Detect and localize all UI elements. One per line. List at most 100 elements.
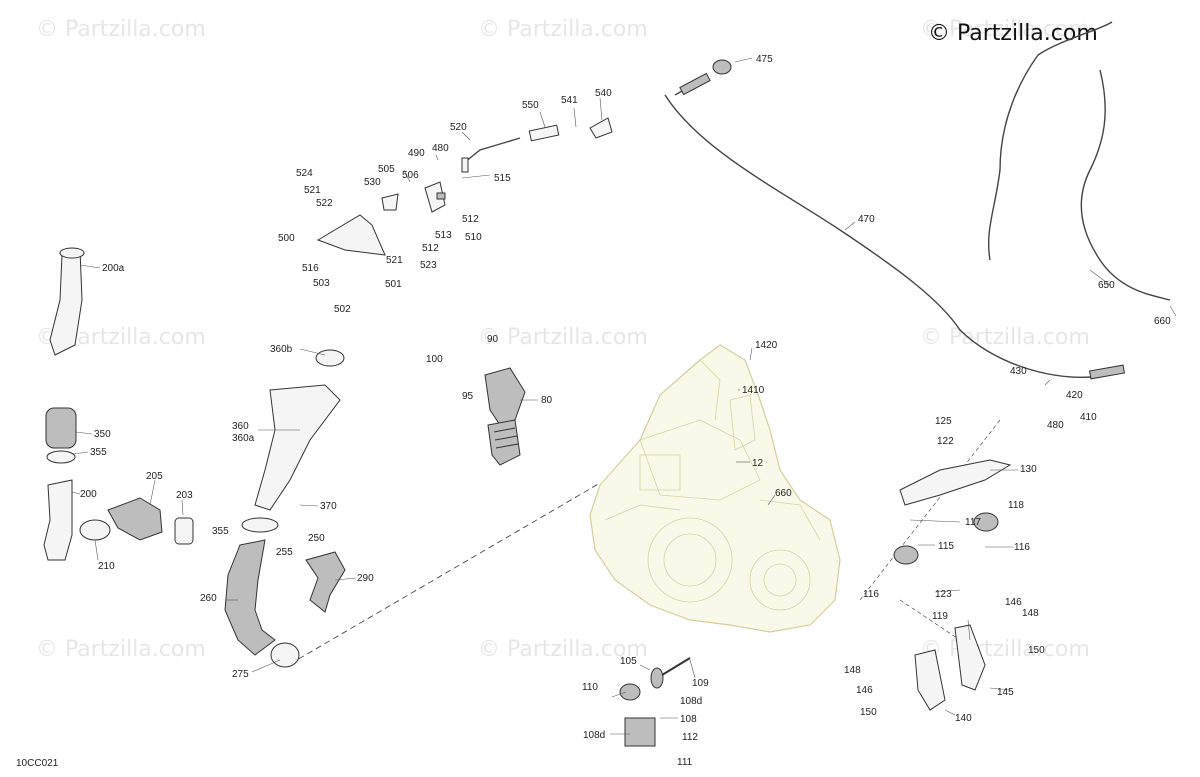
callout-108d[interactable]: 108d: [680, 696, 702, 707]
callout-119[interactable]: 119: [932, 611, 948, 622]
watermark: © Partzilla.com: [478, 17, 648, 42]
callout-360b[interactable]: 360b: [270, 344, 293, 355]
callout-290[interactable]: 290: [357, 573, 374, 584]
copyright-text: © Partzilla.com: [928, 21, 1098, 46]
callout-355[interactable]: 355: [212, 526, 229, 537]
callout-370[interactable]: 370: [320, 501, 337, 512]
callout-250[interactable]: 250: [308, 533, 325, 544]
callout-255[interactable]: 255: [276, 547, 293, 558]
callout-550[interactable]: 550: [522, 100, 539, 111]
callout-516[interactable]: 516: [302, 263, 319, 274]
callout-506[interactable]: 506: [402, 170, 419, 181]
callout-118[interactable]: 118: [1008, 500, 1024, 511]
callout-660[interactable]: 660: [775, 488, 792, 499]
choke-cable: [987, 21, 1171, 301]
gas-pedal-assembly: [484, 367, 526, 466]
callout-80[interactable]: 80: [541, 395, 553, 406]
callout-660[interactable]: 660: [1154, 316, 1171, 327]
callout-430[interactable]: 430: [1010, 366, 1027, 377]
callout-502[interactable]: 502: [334, 304, 351, 315]
callout-12[interactable]: 12: [752, 458, 764, 469]
callout-501[interactable]: 501: [385, 279, 402, 290]
callout-117[interactable]: 117: [965, 517, 981, 528]
callout-145[interactable]: 145: [997, 687, 1014, 698]
callout-523[interactable]: 523: [420, 260, 437, 271]
callout-140[interactable]: 140: [955, 713, 972, 724]
callout-111[interactable]: 111: [677, 757, 693, 768]
callout-521[interactable]: 521: [386, 255, 403, 266]
callout-410[interactable]: 410: [1080, 412, 1097, 423]
leader-lines: [71, 57, 1177, 735]
throttle-cable: [664, 59, 1126, 380]
callout-521[interactable]: 521: [304, 185, 321, 196]
callout-524[interactable]: 524: [296, 168, 313, 179]
callout-1410[interactable]: 1410: [742, 385, 765, 396]
callout-540[interactable]: 540: [595, 88, 612, 99]
callout-148[interactable]: 148: [1022, 608, 1039, 619]
callout-146[interactable]: 146: [856, 685, 873, 696]
callout-490[interactable]: 490: [408, 148, 425, 159]
callout-205[interactable]: 205: [146, 471, 163, 482]
callout-500[interactable]: 500: [278, 233, 295, 244]
callout-122[interactable]: 122: [937, 436, 954, 447]
callout-480[interactable]: 480: [1047, 420, 1064, 431]
pedal-bracket-assembly: [316, 117, 613, 256]
watermark: © Partzilla.com: [920, 325, 1090, 350]
callout-210[interactable]: 210: [98, 561, 115, 572]
callout-420[interactable]: 420: [1066, 390, 1083, 401]
callout-512[interactable]: 512: [462, 214, 479, 225]
callout-100[interactable]: 100: [426, 354, 443, 365]
callout-355[interactable]: 355: [90, 447, 107, 458]
callout-512[interactable]: 512: [422, 243, 439, 254]
callout-150[interactable]: 150: [860, 707, 877, 718]
callout-125[interactable]: 125: [935, 416, 952, 427]
callout-112[interactable]: 112: [682, 732, 698, 743]
callout-130[interactable]: 130: [1020, 464, 1037, 475]
air-intake-parts: [43, 247, 346, 668]
watermark: © Partzilla.com: [478, 325, 648, 350]
callout-515[interactable]: 515: [494, 173, 511, 184]
callout-475[interactable]: 475: [756, 54, 773, 65]
callout-109[interactable]: 109: [692, 678, 709, 689]
callout-108d[interactable]: 108d: [583, 730, 605, 741]
callout-350[interactable]: 350: [94, 429, 111, 440]
watermark-layer: © Partzilla.com © Partzilla.com © Partzi…: [36, 17, 1090, 662]
watermark: © Partzilla.com: [36, 17, 206, 42]
callout-530[interactable]: 530: [364, 177, 381, 188]
callout-150[interactable]: 150: [1028, 645, 1045, 656]
callout-95[interactable]: 95: [462, 391, 474, 402]
callout-541[interactable]: 541: [561, 95, 578, 106]
callout-513[interactable]: 513: [435, 230, 452, 241]
callout-123[interactable]: 123: [935, 589, 952, 600]
watermark: © Partzilla.com: [478, 637, 648, 662]
callout-148[interactable]: 148: [844, 665, 861, 676]
callout-90[interactable]: 90: [487, 334, 499, 345]
callout-360a[interactable]: 360a: [232, 433, 255, 444]
callout-360[interactable]: 360: [232, 421, 249, 432]
callout-116[interactable]: 116: [1014, 542, 1030, 553]
callout-116[interactable]: 116: [863, 589, 879, 600]
engine-illustration: [589, 344, 841, 633]
callout-1420[interactable]: 1420: [755, 340, 778, 351]
dashed-leader-line: [859, 419, 1001, 601]
callout-505[interactable]: 505: [378, 164, 395, 175]
callout-522[interactable]: 522: [316, 198, 333, 209]
callout-200[interactable]: 200: [80, 489, 97, 500]
watermark: © Partzilla.com: [36, 637, 206, 662]
callout-115[interactable]: 115: [938, 541, 954, 552]
callout-503[interactable]: 503: [313, 278, 330, 289]
callout-480[interactable]: 480: [432, 143, 449, 154]
callout-510[interactable]: 510: [465, 232, 482, 243]
callout-200a[interactable]: 200a: [102, 263, 125, 274]
callout-110[interactable]: 110: [582, 682, 598, 693]
callout-275[interactable]: 275: [232, 669, 249, 680]
callout-260[interactable]: 260: [200, 593, 217, 604]
callout-203[interactable]: 203: [176, 490, 193, 501]
callout-105[interactable]: 105: [620, 656, 637, 667]
callout-146[interactable]: 146: [1005, 597, 1022, 608]
callout-650[interactable]: 650: [1098, 280, 1115, 291]
callout-470[interactable]: 470: [858, 214, 875, 225]
callout-108[interactable]: 108: [680, 714, 697, 725]
callout-520[interactable]: 520: [450, 122, 467, 133]
